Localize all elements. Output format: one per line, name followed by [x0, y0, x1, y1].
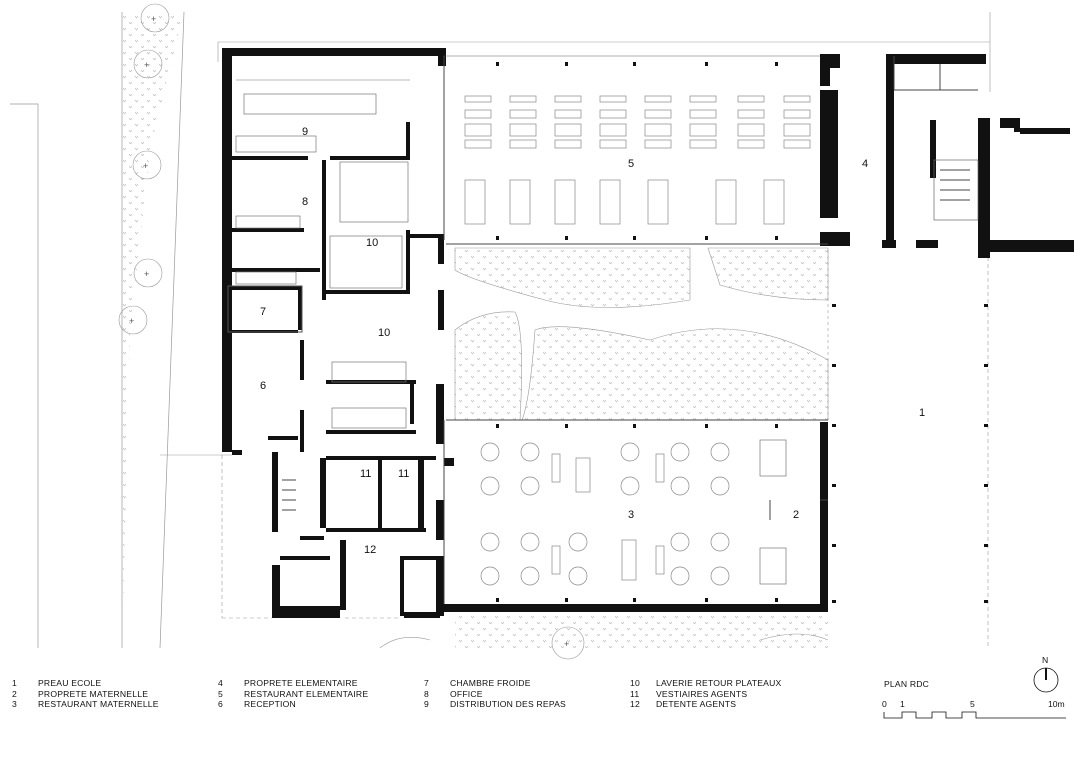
room-label-12: 12: [364, 544, 376, 556]
tree-strip: + + + + +: [118, 3, 185, 649]
north-arrow-icon: [1033, 667, 1059, 693]
svg-text:+: +: [564, 639, 569, 649]
room-label-6: 6: [260, 380, 266, 392]
scale-label-5: 5: [970, 699, 975, 709]
columns: [496, 62, 988, 603]
room-label-9: 9: [302, 126, 308, 138]
room-label-11b: 11: [398, 468, 409, 480]
svg-text:+: +: [151, 14, 156, 24]
courtyard-hatch: +: [454, 247, 829, 660]
site-boundary-left: [10, 103, 39, 648]
room-label-7: 7: [260, 306, 266, 318]
scale-label-10m: 10m: [1048, 699, 1065, 709]
room-label-5: 5: [628, 158, 634, 170]
north-label: N: [1042, 655, 1049, 665]
svg-text:+: +: [129, 316, 134, 326]
scale-label-1: 1: [900, 699, 905, 709]
room-labels: 1 2 3 4 5 6 7 8 9 10 10 11 11 12: [260, 126, 925, 556]
scale-bar: [883, 711, 1066, 719]
tables-restaurant-maternelle: [480, 442, 730, 586]
room-label-8: 8: [302, 196, 308, 208]
thin-walls: [227, 55, 979, 604]
site-lines: [217, 12, 991, 649]
room-label-11a: 11: [360, 468, 371, 480]
tables-restaurant-elementaire: [464, 95, 811, 225]
room-label-10b: 10: [378, 327, 390, 339]
plan-title: PLAN RDC: [884, 679, 930, 689]
svg-text:+: +: [144, 269, 149, 279]
svg-text:+: +: [144, 60, 149, 70]
walls: [222, 48, 1074, 618]
room-label-10a: 10: [366, 237, 378, 249]
room-label-3: 3: [628, 509, 634, 521]
scale-label-0: 0: [882, 699, 887, 709]
room-label-2: 2: [793, 509, 799, 521]
room-label-4: 4: [862, 158, 868, 170]
svg-text:+: +: [143, 161, 148, 171]
room-label-1: 1: [919, 407, 925, 419]
